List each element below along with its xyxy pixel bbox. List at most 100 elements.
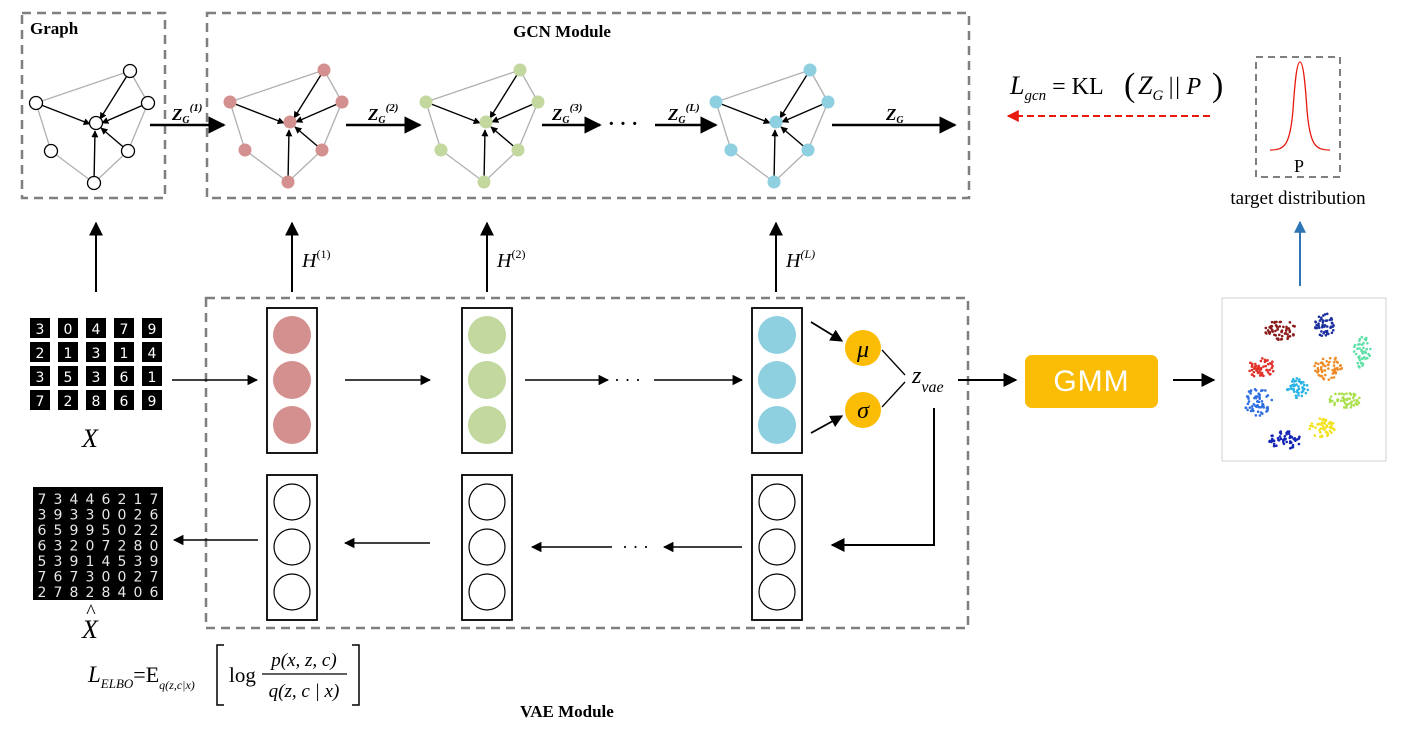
recon-digit: 1 [86, 554, 95, 570]
cluster-point [1363, 350, 1367, 354]
cluster-point [1332, 364, 1336, 367]
cluster-point [1254, 414, 1258, 417]
cluster-point [1357, 356, 1361, 360]
cluster-point [1244, 406, 1248, 410]
cluster-point [1264, 326, 1268, 330]
cluster-point [1336, 368, 1340, 371]
recon-digit: 5 [54, 523, 63, 539]
cluster-point [1314, 320, 1317, 323]
cluster-point [1342, 393, 1346, 396]
recon-digit: 0 [150, 539, 159, 555]
cluster-point [1264, 331, 1267, 334]
recon-digit: 4 [86, 492, 95, 508]
cluster-point [1282, 325, 1285, 329]
cluster-point [1316, 423, 1319, 426]
cluster-point [1247, 400, 1251, 403]
vae-box-title: VAE Module [520, 702, 614, 721]
cluster-point [1329, 395, 1333, 398]
cluster-point [1339, 399, 1343, 403]
cluster-point [1252, 374, 1256, 378]
cluster-point [1257, 392, 1261, 396]
cluster-point [1256, 371, 1260, 375]
cluster-point [1260, 400, 1264, 403]
recon-digit: 3 [54, 554, 63, 570]
cluster-point [1248, 406, 1252, 409]
cluster-point [1356, 347, 1359, 351]
sigma-label: σ [857, 398, 870, 424]
input-digit: 3 [36, 370, 45, 386]
cluster-point [1277, 438, 1281, 442]
cluster-point [1270, 366, 1274, 370]
cluster-point [1356, 361, 1360, 365]
cluster-point [1280, 337, 1284, 341]
cluster-point [1280, 329, 1284, 333]
mu-to-z-line [881, 349, 906, 376]
cluster-point [1342, 406, 1346, 409]
cluster-point [1358, 347, 1361, 350]
cluster-point [1266, 394, 1270, 397]
input-digit: 4 [148, 346, 157, 362]
z2-label: ZG(2) [367, 102, 398, 126]
svg-text:ZG|| P: ZG|| P [1138, 71, 1202, 104]
cluster-point [1286, 335, 1290, 339]
cluster-point [1280, 334, 1284, 338]
cluster-point [1328, 429, 1332, 433]
cluster-point [1317, 323, 1320, 327]
input-digit-thumbnail [30, 342, 50, 362]
cluster-point [1272, 442, 1276, 446]
recon-digit: 6 [38, 523, 47, 539]
cluster-point [1310, 422, 1314, 425]
cluster-point [1274, 334, 1278, 337]
cluster-point [1354, 352, 1358, 356]
cluster-point [1325, 431, 1329, 434]
cluster-point [1246, 402, 1250, 406]
arrow-z-to-decoder [830, 408, 935, 552]
svg-text:Lgcn= KL: Lgcn= KL [1009, 71, 1104, 104]
recon-digit: 8 [102, 585, 111, 601]
cluster-point [1345, 406, 1348, 409]
cluster-point [1250, 405, 1254, 408]
recon-digit: 9 [54, 508, 63, 524]
recon-digit: 3 [86, 508, 95, 524]
cluster-point [1246, 408, 1249, 412]
cluster-point [1269, 440, 1273, 444]
z3-label: ZG(3) [551, 102, 582, 126]
cluster-point [1270, 398, 1274, 402]
graph-node [120, 143, 136, 159]
cluster-point [1330, 331, 1334, 335]
svg-text:log: log [229, 663, 256, 687]
cluster-point [1320, 334, 1324, 338]
cluster-point [1337, 392, 1341, 396]
gcn-graph-layer-1 [223, 63, 349, 189]
cluster-point [1288, 441, 1292, 445]
input-digit: 3 [36, 322, 45, 338]
gcn-arrow-labels: ZG(1) ZG(2) ZG(3) ZG(L) ZG [171, 102, 904, 126]
target-curve-label: P [1294, 156, 1304, 176]
cluster-point [1320, 374, 1324, 378]
cluster-point [1336, 399, 1339, 403]
cluster-point [1332, 328, 1335, 332]
cluster-point [1314, 361, 1318, 365]
recon-digit: 9 [70, 523, 79, 539]
recon-digit: 1 [134, 492, 143, 508]
zl-label: ZG(L) [667, 102, 700, 126]
cluster-point [1252, 367, 1256, 370]
recon-digit: 8 [134, 539, 143, 555]
cluster-point [1336, 361, 1339, 364]
cluster-point [1292, 334, 1295, 337]
cluster-point [1256, 400, 1259, 403]
cluster-point [1323, 330, 1326, 334]
h2-label: H(2) [496, 247, 525, 272]
cluster-point [1283, 437, 1286, 441]
cluster-point [1311, 424, 1314, 428]
cluster-point [1317, 373, 1321, 377]
cluster-points [1244, 312, 1372, 450]
cluster-point [1330, 431, 1333, 434]
cluster-point [1265, 359, 1268, 363]
cluster-point [1319, 431, 1322, 434]
arrow-to-mu [810, 321, 844, 342]
recon-digit: 0 [118, 570, 127, 586]
recon-digit: 2 [118, 539, 127, 555]
cluster-point [1286, 333, 1290, 336]
